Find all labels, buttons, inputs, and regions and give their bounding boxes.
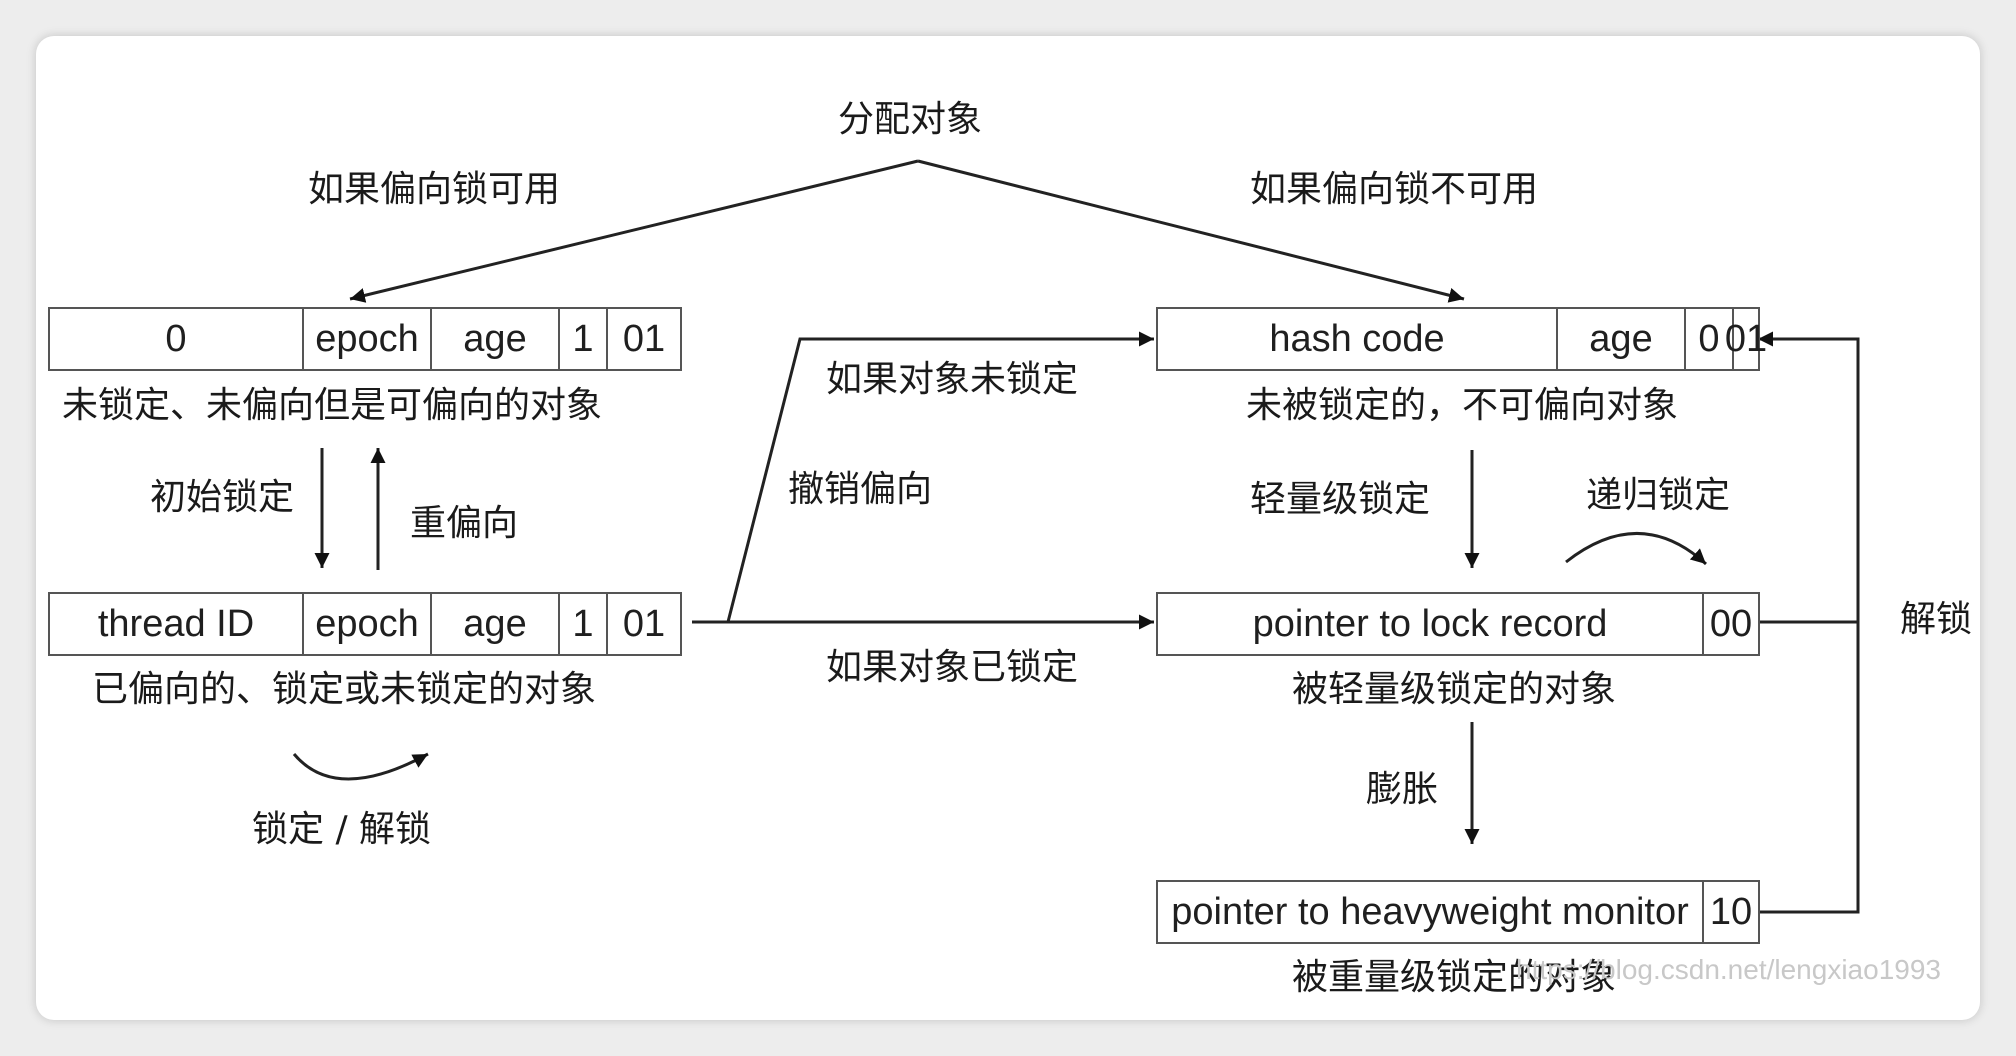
row-heavyweight: pointer to heavyweight monitor 10 — [1156, 880, 1760, 944]
cell-hash-code: hash code — [1158, 309, 1558, 369]
arrow-if-not-locked — [726, 331, 1154, 623]
cell-monitor-pointer: pointer to heavyweight monitor — [1158, 882, 1704, 942]
arrow-lock-unlock-curve — [292, 752, 429, 781]
cell-bias-bit: 1 — [560, 309, 608, 369]
row-unlocked-biasable: 0 epoch age 1 01 — [48, 307, 682, 371]
arrow-recursive-lock-curve — [1565, 532, 1708, 566]
label-if-not-locked: 如果对象未锁定 — [826, 359, 1079, 400]
label-if-locked: 如果对象已锁定 — [826, 647, 1079, 688]
cell-age: age — [1558, 309, 1686, 369]
label-unlocked-nonbiasable: 未被锁定的，不可偏向对象 — [1246, 385, 1679, 426]
label-biased-available: 如果偏向锁可用 — [308, 169, 561, 210]
cell-epoch: epoch — [304, 309, 432, 369]
label-recursive-lock: 递归锁定 — [1586, 475, 1731, 516]
cell-thread-id: thread ID — [50, 594, 304, 654]
arrow-to-biasable — [349, 159, 919, 303]
label-biased-unavailable: 如果偏向锁不可用 — [1250, 169, 1539, 210]
diagram-card: 0 epoch age 1 01 thread ID epoch age 1 0… — [36, 36, 1980, 1020]
cell-lock-bits: 00 — [1709, 602, 1753, 645]
label-lightweight-lock: 轻量级锁定 — [1250, 479, 1431, 520]
cell-age: age — [432, 309, 560, 369]
cell-age: age — [432, 594, 560, 654]
label-biased-state: 已偏向的、锁定或未锁定的对象 — [92, 669, 597, 710]
cell-lock-bits: 01 — [622, 602, 666, 645]
cell-zero: 0 — [50, 309, 304, 369]
label-revoke-bias: 撤销偏向 — [788, 469, 933, 510]
cell-epoch: epoch — [304, 594, 432, 654]
label-heavyweight-locked: 被重量级锁定的对象 — [1292, 957, 1617, 998]
cell-lock-record-pointer: pointer to lock record — [1158, 594, 1704, 654]
label-initial-lock: 初始锁定 — [150, 477, 295, 518]
watermark: https://blog.csdn.net/lengxiao1993 — [1516, 954, 1941, 985]
cell-bias-bit: 0 — [1686, 309, 1734, 369]
label-unlocked-biasable: 未锁定、未偏向但是可偏向的对象 — [62, 385, 603, 426]
row-hashcode: hash code age 0 01 — [1156, 307, 1768, 371]
label-lightweight-locked: 被轻量级锁定的对象 — [1292, 669, 1617, 710]
label-allocate: 分配对象 — [838, 99, 983, 140]
row-lightweight: pointer to lock record 00 — [1156, 592, 1760, 656]
label-rebias: 重偏向 — [410, 503, 519, 544]
connector-layer — [292, 159, 1860, 914]
cell-lock-bits: 01 — [1724, 317, 1768, 360]
label-lock-unlock: 锁定 / 解锁 — [252, 809, 432, 850]
arrow-to-nonbiasable — [917, 159, 1465, 303]
arrow-unlock-return — [1758, 331, 1860, 914]
cell-bias-bit: 1 — [560, 594, 608, 654]
label-inflate: 膨胀 — [1366, 769, 1439, 810]
row-biased: thread ID epoch age 1 01 — [48, 592, 682, 656]
cell-lock-bits: 10 — [1709, 890, 1753, 933]
label-unlock: 解锁 — [1900, 599, 1973, 640]
cell-lock-bits: 01 — [622, 317, 666, 360]
